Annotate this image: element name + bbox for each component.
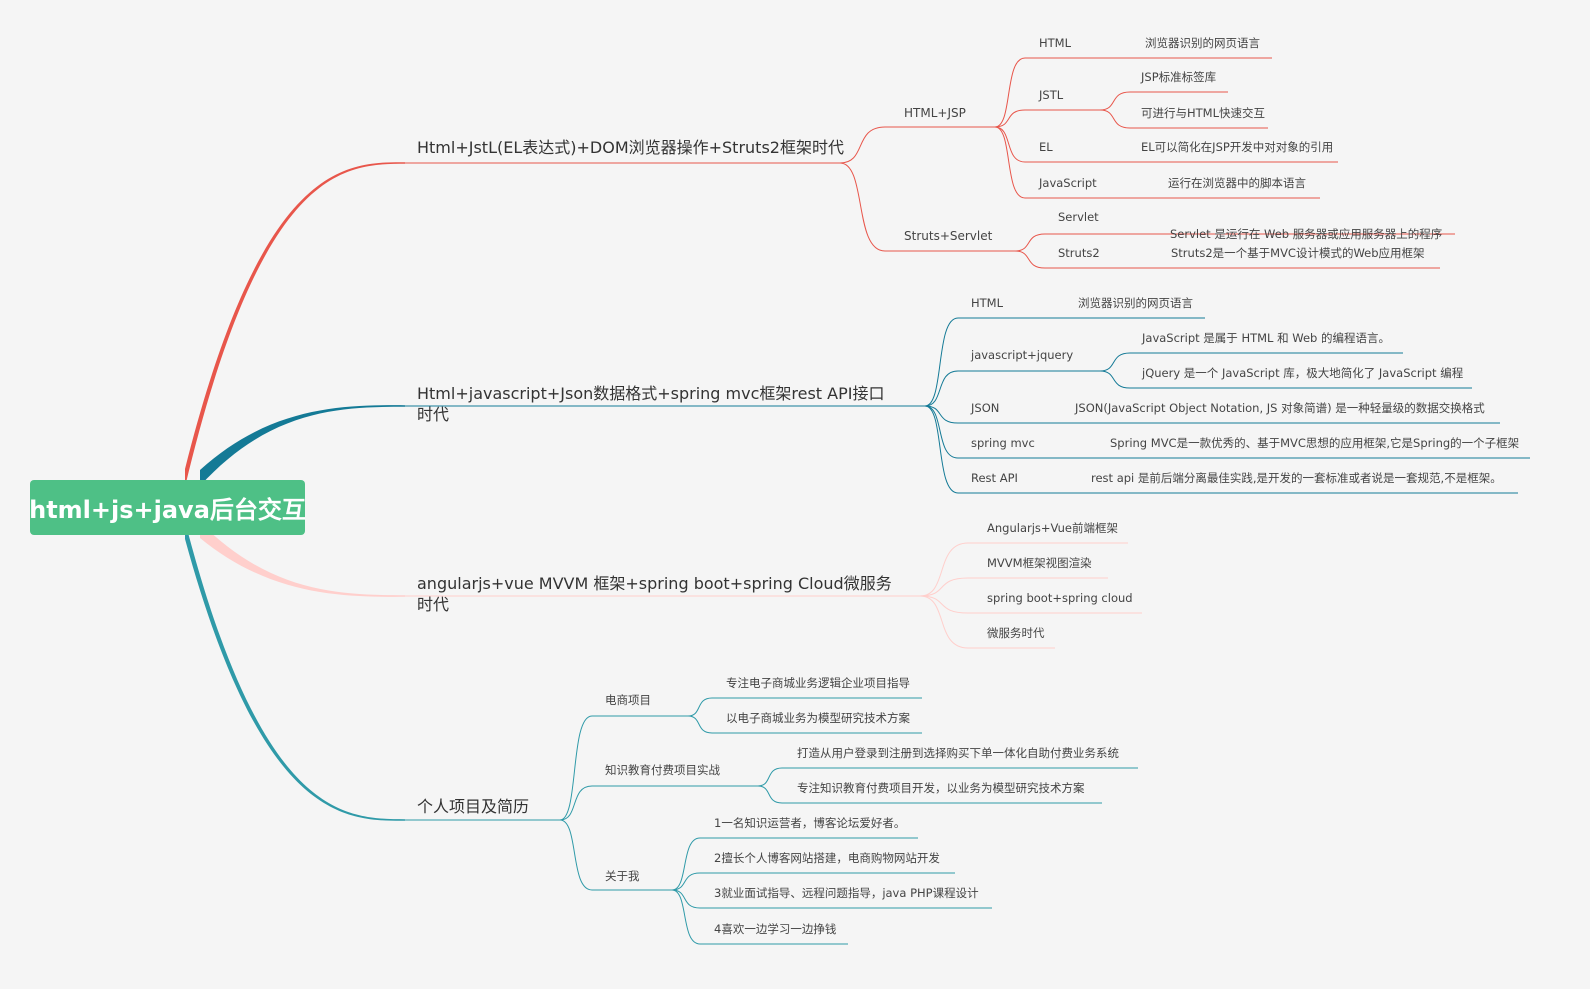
node-struts2-desc[interactable]: Struts2是一个基于MVC设计模式的Web应用框架	[1171, 246, 1425, 260]
branch-2-stem	[200, 405, 405, 486]
node-html-2-desc[interactable]: 浏览器识别的网页语言	[1078, 296, 1193, 310]
node-el-desc[interactable]: EL可以简化在JSP开发中对对象的引用	[1141, 140, 1334, 154]
node-servlet[interactable]: Servlet	[1058, 210, 1099, 224]
node-struts2[interactable]: Struts2	[1058, 246, 1100, 260]
connector-48	[687, 697, 713, 717]
branch-4-stem	[185, 521, 405, 821]
connector-18	[1014, 250, 1046, 269]
connector-40	[919, 595, 969, 649]
node-jstl-desc-1[interactable]: JSP标准标签库	[1141, 70, 1217, 84]
connector-6	[994, 109, 1026, 128]
connector-4	[994, 57, 1026, 128]
node-mvvm[interactable]: MVVM框架视图渲染	[987, 556, 1092, 570]
topic-branch-2[interactable]: Html+javascript+Json数据格式+spring mvc框架res…	[417, 384, 885, 424]
root-topic[interactable]: html+js+java后台交互	[29, 480, 306, 535]
node-javascript-jquery-desc-2[interactable]: jQuery 是一个 JavaScript 库，极大地简化了 JavaScrip…	[1142, 366, 1464, 380]
connector-28	[924, 405, 959, 494]
subtopic-struts-servlet[interactable]: Struts+Servlet	[904, 229, 993, 243]
connector-46	[559, 819, 593, 891]
node-about-me-4[interactable]: 4喜欢一边学习一边挣钱	[714, 922, 837, 936]
node-javascript-jquery-desc-1[interactable]: JavaScript 是属于 HTML 和 Web 的编程语言。	[1142, 331, 1390, 345]
connector-36	[919, 577, 969, 597]
node-html[interactable]: HTML	[1039, 36, 1072, 50]
connector-50	[687, 715, 713, 734]
node-rest-api-desc[interactable]: rest api 是前后端分离最佳实践,是开发的一套标准或者说是一套规范,不是框…	[1091, 471, 1502, 485]
topic-branch-3[interactable]: angularjs+vue MVVM 框架+spring boot+spring…	[417, 574, 892, 614]
node-about-me-2[interactable]: 2擅长个人博客网站搭建，电商购物网站开发	[714, 851, 940, 865]
node-spring-mvc-desc[interactable]: Spring MVC是一款优秀的、基于MVC思想的应用框架,它是Spring的一…	[1110, 436, 1520, 450]
topic-branch-4[interactable]: 个人项目及简历	[417, 797, 530, 816]
node-rest-api[interactable]: Rest API	[971, 471, 1018, 485]
node-javascript[interactable]: JavaScript	[1039, 176, 1097, 190]
node-spring-boot-cloud[interactable]: spring boot+spring cloud	[987, 591, 1133, 605]
connector-34	[919, 542, 969, 597]
connector-0	[839, 126, 886, 164]
node-json[interactable]: JSON	[971, 401, 1000, 415]
node-jstl-desc-2[interactable]: 可进行与HTML快速交互	[1141, 106, 1266, 120]
connector-32	[1099, 370, 1131, 389]
node-html-2[interactable]: HTML	[971, 296, 1004, 310]
node-ecommerce[interactable]: 电商项目	[605, 693, 651, 707]
node-javascript-jquery[interactable]: javascript+jquery	[971, 348, 1074, 362]
connector-26	[924, 405, 959, 459]
connector-12	[1099, 91, 1131, 111]
connector-22	[924, 370, 959, 407]
subtopic-html-jsp[interactable]: HTML+JSP	[904, 106, 966, 120]
node-el[interactable]: EL	[1039, 140, 1053, 154]
connector-56	[671, 837, 701, 891]
connector-58	[671, 872, 701, 891]
node-about-me[interactable]: 关于我	[605, 869, 640, 883]
connector-14	[1099, 109, 1131, 129]
connector-38	[919, 595, 969, 614]
branch-1-stem	[185, 162, 405, 487]
connector-1	[839, 162, 886, 252]
node-education-desc-2[interactable]: 专注知识教育付费项目开发，以业务为模型研究技术方案	[797, 781, 1085, 795]
node-education-desc-1[interactable]: 打造从用户登录到注册到选择购买下单一体化自助付费业务系统	[797, 746, 1119, 760]
connector-54	[757, 785, 783, 804]
node-servlet-desc[interactable]: Servlet 是运行在 Web 服务器或应用服务器上的程序	[1170, 227, 1443, 241]
connector-42	[559, 715, 593, 821]
connector-44	[559, 785, 593, 821]
node-about-me-3[interactable]: 3就业面试指导、远程问题指导，java PHP课程设计	[714, 886, 979, 900]
node-ecommerce-desc-2[interactable]: 以电子商城业务为模型研究技术方案	[726, 711, 910, 725]
connector-8	[994, 126, 1026, 163]
node-javascript-desc[interactable]: 运行在浏览器中的脚本语言	[1168, 176, 1306, 190]
node-ecommerce-desc-1[interactable]: 专注电子商城业务逻辑企业项目指导	[726, 676, 910, 690]
connector-20	[924, 317, 959, 407]
node-angular-vue[interactable]: Angularjs+Vue前端框架	[987, 521, 1118, 535]
node-microservice[interactable]: 微服务时代	[987, 626, 1045, 640]
connector-30	[1099, 352, 1131, 372]
connector-52	[757, 767, 783, 787]
node-education[interactable]: 知识教育付费项目实战	[605, 763, 720, 777]
node-json-desc[interactable]: JSON(JavaScript Object Notation, JS 对象简谱…	[1075, 401, 1485, 415]
node-spring-mvc[interactable]: spring mvc	[971, 436, 1035, 450]
branch-3-stem	[200, 522, 405, 597]
node-html-desc[interactable]: 浏览器识别的网页语言	[1145, 36, 1260, 50]
topic-branch-1[interactable]: Html+JstL(EL表达式)+DOM浏览器操作+Struts2框架时代	[417, 138, 844, 157]
connector-60	[671, 889, 701, 909]
node-jstl[interactable]: JSTL	[1039, 88, 1064, 102]
connector-16	[1014, 233, 1046, 252]
node-about-me-1[interactable]: 1一名知识运营者，博客论坛爱好者。	[714, 816, 906, 830]
connector-62	[671, 889, 701, 945]
connector-10	[994, 126, 1026, 199]
